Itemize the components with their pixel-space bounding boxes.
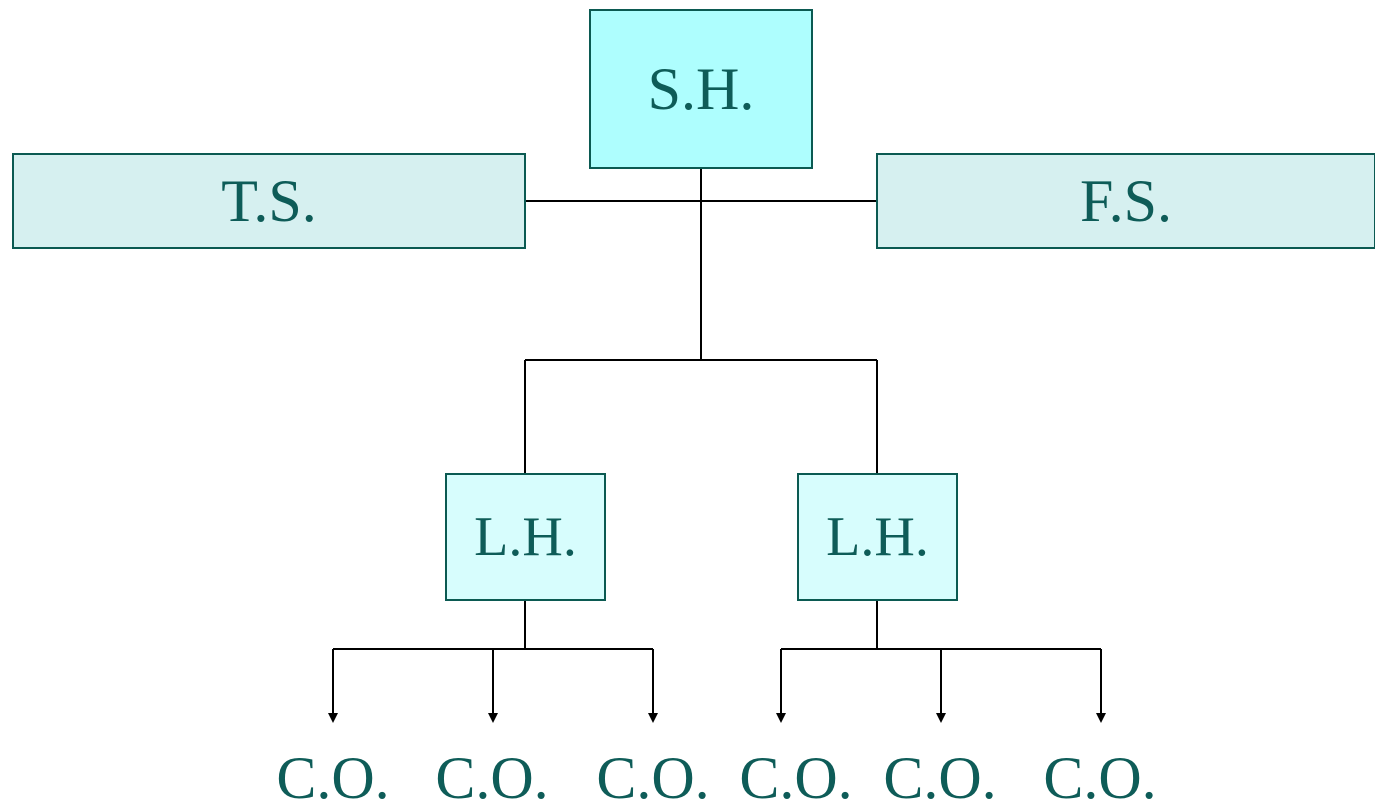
root-node-label: S.H.: [647, 56, 755, 122]
leaf-node-label: C.O.: [276, 745, 390, 811]
branch-node-left: L.H.: [445, 473, 606, 601]
branch-node-right: L.H.: [797, 473, 958, 601]
leaf-node-label: C.O.: [739, 745, 853, 811]
root-node: S.H.: [589, 9, 813, 169]
leaf-node-label: C.O.: [596, 745, 710, 811]
leaf-node-label: C.O.: [1043, 745, 1157, 811]
right-staff-node: F.S.: [876, 153, 1375, 249]
leaf-node-label: C.O.: [883, 745, 997, 811]
left-staff-node-label: T.S.: [221, 168, 317, 234]
right-staff-node-label: F.S.: [1080, 168, 1172, 234]
branch-node-left-label: L.H.: [474, 506, 577, 568]
branch-node-right-label: L.H.: [826, 506, 929, 568]
leaf-node-label: C.O.: [435, 745, 549, 811]
left-staff-node: T.S.: [12, 153, 526, 249]
